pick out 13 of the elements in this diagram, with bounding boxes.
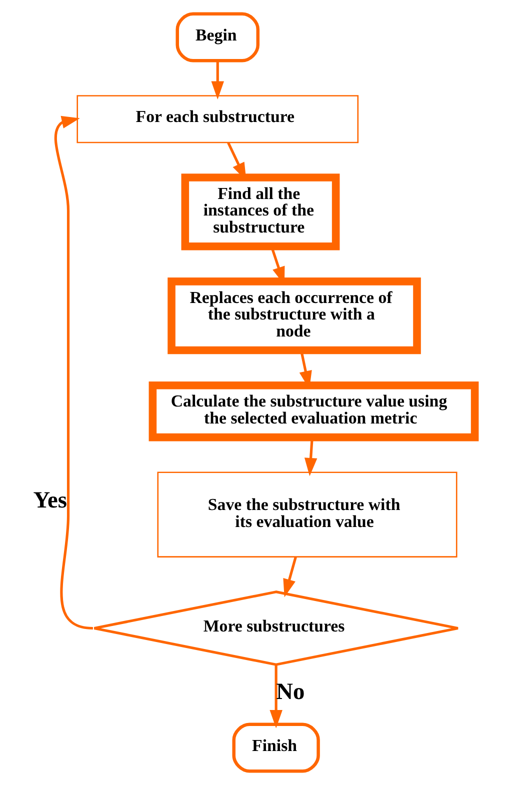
node-box: Save the substructure with its evaluation value: [157, 472, 458, 558]
arrow: [54, 116, 94, 630]
node-box: Calculate the substructure value using the selected evaluation metric: [148, 381, 479, 442]
node-box: Finish: [232, 722, 320, 773]
node-box: Begin: [176, 12, 260, 62]
arrow: [211, 61, 224, 100]
arrow: [283, 556, 297, 598]
arrow: [270, 664, 282, 728]
node-box: Find all the instances of the substructure: [181, 174, 340, 250]
node-diamond: More substructures: [92, 590, 460, 666]
edge-label: Yes: [33, 487, 67, 514]
node-box: For each substructure: [76, 95, 359, 144]
node-box: Replaces each occurrence of the substructure with a node: [168, 278, 421, 354]
